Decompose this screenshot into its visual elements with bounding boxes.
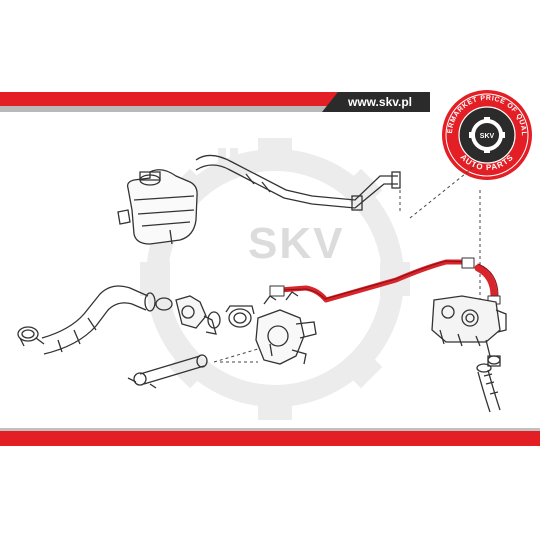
lower-pipe [127,354,208,389]
site-url[interactable]: www.skv.pl [347,95,412,109]
radiator-hose [17,285,156,355]
top-banner: www.skv.pl [0,92,430,112]
bottom-banner [0,428,540,446]
tank-hose [195,154,401,211]
coolant-hose-highlight [269,257,501,305]
bypass-hose [476,355,501,413]
seal-center-text: SKV [480,133,495,140]
expansion-tank [117,169,198,245]
thermostat-housing [255,291,317,365]
thermostat-parts [155,295,255,335]
gear-watermark-icon [140,138,410,420]
watermark-text: SKV [248,219,344,268]
water-valve [431,295,507,357]
